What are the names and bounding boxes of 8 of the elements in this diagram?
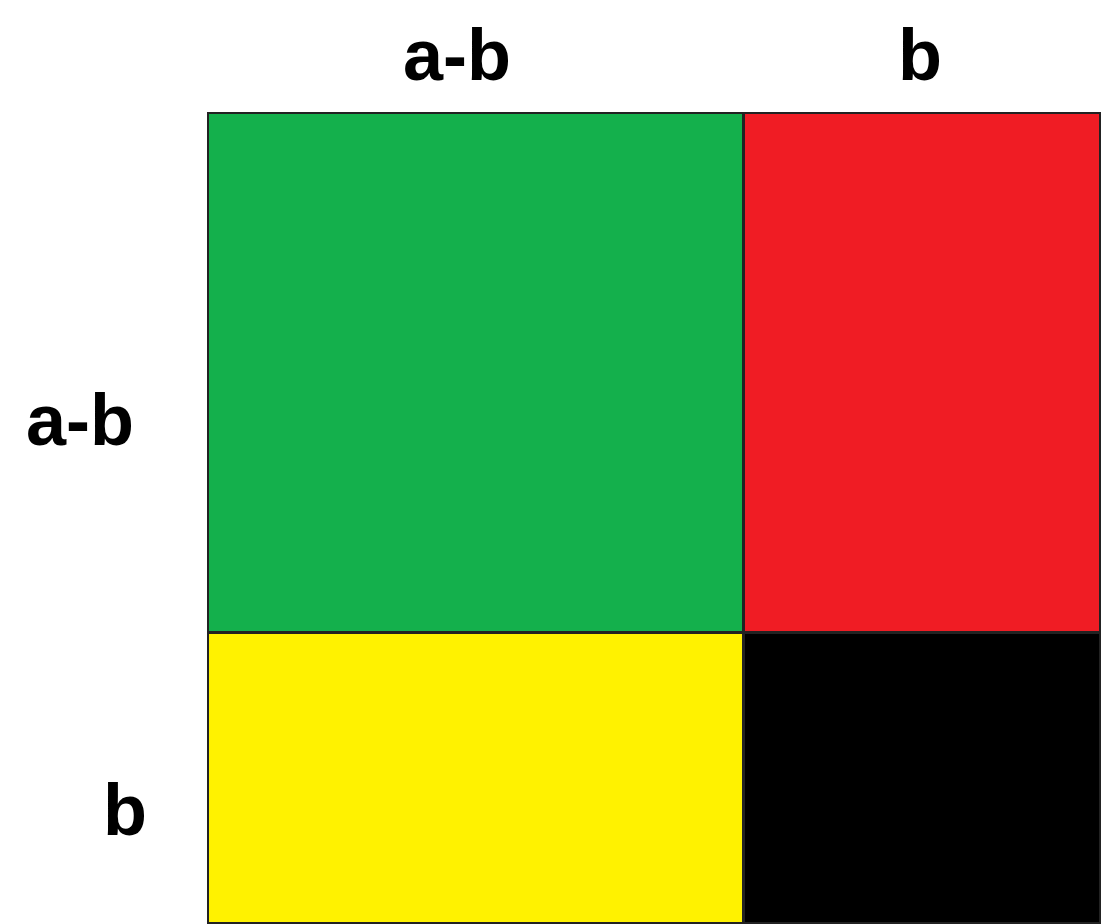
color-block: [743, 112, 1101, 633]
axis-label: b: [898, 19, 942, 91]
color-block: [207, 632, 744, 924]
axis-label: b: [103, 774, 147, 846]
color-block: [743, 632, 1101, 924]
axis-label: a-b: [26, 384, 134, 456]
axis-label: a-b: [403, 19, 511, 91]
color-block: [207, 112, 744, 633]
